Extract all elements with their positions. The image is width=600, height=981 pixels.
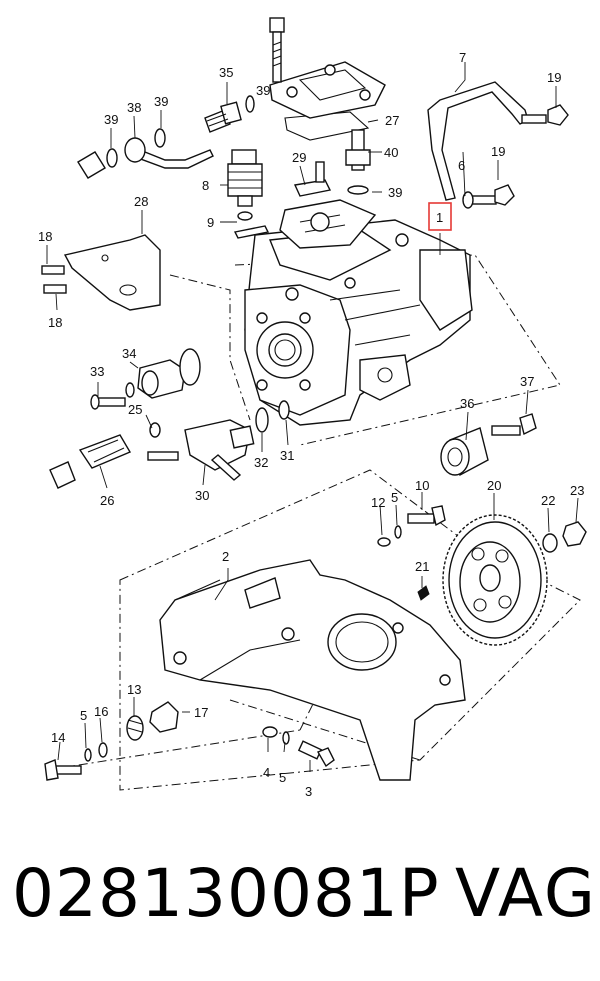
- part-28-bracket: [41, 234, 161, 311]
- leader-lines: [46, 62, 579, 772]
- callout-14: 14: [51, 730, 65, 745]
- highlight-box-part-1: [428, 202, 452, 231]
- callout-39-mid: 39: [154, 94, 168, 109]
- callout-18-upper: 18: [38, 229, 52, 244]
- part-10-bolt: [407, 505, 446, 527]
- callout-29: 29: [292, 150, 306, 165]
- part-6-bolt: [462, 184, 515, 209]
- callout-32: 32: [254, 455, 268, 470]
- callout-7: 7: [459, 50, 466, 65]
- callout-12: 12: [371, 495, 385, 510]
- callout-30: 30: [195, 488, 209, 503]
- callout-39-left: 39: [104, 112, 118, 127]
- callout-33: 33: [90, 364, 104, 379]
- part-30-actuator: [147, 419, 255, 481]
- part-29-bracket: [293, 161, 332, 197]
- callout-34: 34: [122, 346, 136, 361]
- callout-6: 6: [458, 158, 465, 173]
- callout-18-lower: 18: [48, 315, 62, 330]
- brand-name: VAG: [455, 855, 598, 932]
- assembly-outline-left: [169, 274, 251, 421]
- part-cover-plate: [269, 61, 386, 119]
- exploded-parts-diagram: 1 2 3 4 5 5 5 6 7 8 9 10 12 13 14 16 17 …: [38, 17, 587, 799]
- part-36-bushing: [440, 427, 489, 477]
- part-5-washer-lower: [282, 731, 290, 745]
- assembly-outline-lower: [119, 469, 581, 791]
- part-14-bolt: [44, 759, 82, 781]
- callout-2: 2: [222, 549, 229, 564]
- part-40-sensor: [345, 129, 371, 195]
- callout-17: 17: [194, 705, 208, 720]
- callout-39-top: 39: [256, 83, 270, 98]
- callout-36: 36: [460, 396, 474, 411]
- part-4-washer: [262, 726, 278, 738]
- callout-5-left: 5: [80, 708, 87, 723]
- footer-bar: 028130081P VAG: [0, 855, 600, 965]
- part-8-valve: [227, 149, 263, 221]
- part-16-washer: [98, 742, 108, 758]
- part-38-pipe-line: [77, 128, 214, 179]
- callout-40: 40: [384, 145, 398, 160]
- callout-19-top: 19: [547, 70, 561, 85]
- part-9-seal: [233, 225, 270, 239]
- part-13-bolt: [126, 715, 144, 741]
- callout-4: 4: [263, 765, 270, 780]
- part-top-screw: [269, 17, 285, 83]
- callout-25: 25: [128, 402, 142, 417]
- part-31-ring: [278, 400, 290, 420]
- part-7-pipe: [427, 81, 529, 201]
- callout-16: 16: [94, 704, 108, 719]
- callout-labels: 1 2 3 4 5 5 5 6 7 8 9 10 12 13 14 16 17 …: [38, 50, 584, 799]
- part-20-gear: [442, 514, 548, 646]
- part-33-bolt: [90, 382, 135, 410]
- callout-23: 23: [570, 483, 584, 498]
- callout-5-bracket: 5: [279, 770, 286, 785]
- part-21-key: [417, 585, 430, 601]
- part-37-bolt: [491, 413, 537, 436]
- callout-13: 13: [127, 682, 141, 697]
- callout-35: 35: [219, 65, 233, 80]
- callout-31: 31: [280, 448, 294, 463]
- callout-22: 22: [541, 493, 555, 508]
- part-32-ring: [255, 407, 269, 433]
- callout-3: 3: [305, 784, 312, 799]
- part-17-nut: [149, 701, 179, 733]
- part-5-washer: [394, 525, 402, 539]
- part-19-nut: [521, 104, 569, 126]
- injection-pump-body: [244, 199, 473, 426]
- part-12-washer: [377, 537, 391, 547]
- callout-38: 38: [127, 100, 141, 115]
- part-26-fitting: [49, 422, 161, 489]
- callout-10: 10: [415, 478, 429, 493]
- part-number: 028130081P: [12, 855, 440, 932]
- callout-20: 20: [487, 478, 501, 493]
- callout-5-gear: 5: [391, 490, 398, 505]
- callout-37: 37: [520, 374, 534, 389]
- callout-28: 28: [134, 194, 148, 209]
- callout-21: 21: [415, 559, 429, 574]
- part-27-seal: [284, 111, 370, 141]
- callout-19-mid: 19: [491, 144, 505, 159]
- part-2-mounting-bracket: [159, 559, 466, 781]
- callout-26: 26: [100, 493, 114, 508]
- callout-1: 1: [436, 210, 443, 225]
- part-22-washer: [542, 533, 558, 553]
- callout-27: 27: [385, 113, 399, 128]
- part-3-bolt: [297, 740, 335, 768]
- part-35-fitting: [204, 95, 255, 133]
- callout-39-right: 39: [388, 185, 402, 200]
- callout-8: 8: [202, 178, 209, 193]
- part-23-nut: [562, 521, 587, 547]
- part-34-plunger: [137, 348, 201, 399]
- part-5-washer-left: [84, 748, 92, 762]
- callout-9: 9: [207, 215, 214, 230]
